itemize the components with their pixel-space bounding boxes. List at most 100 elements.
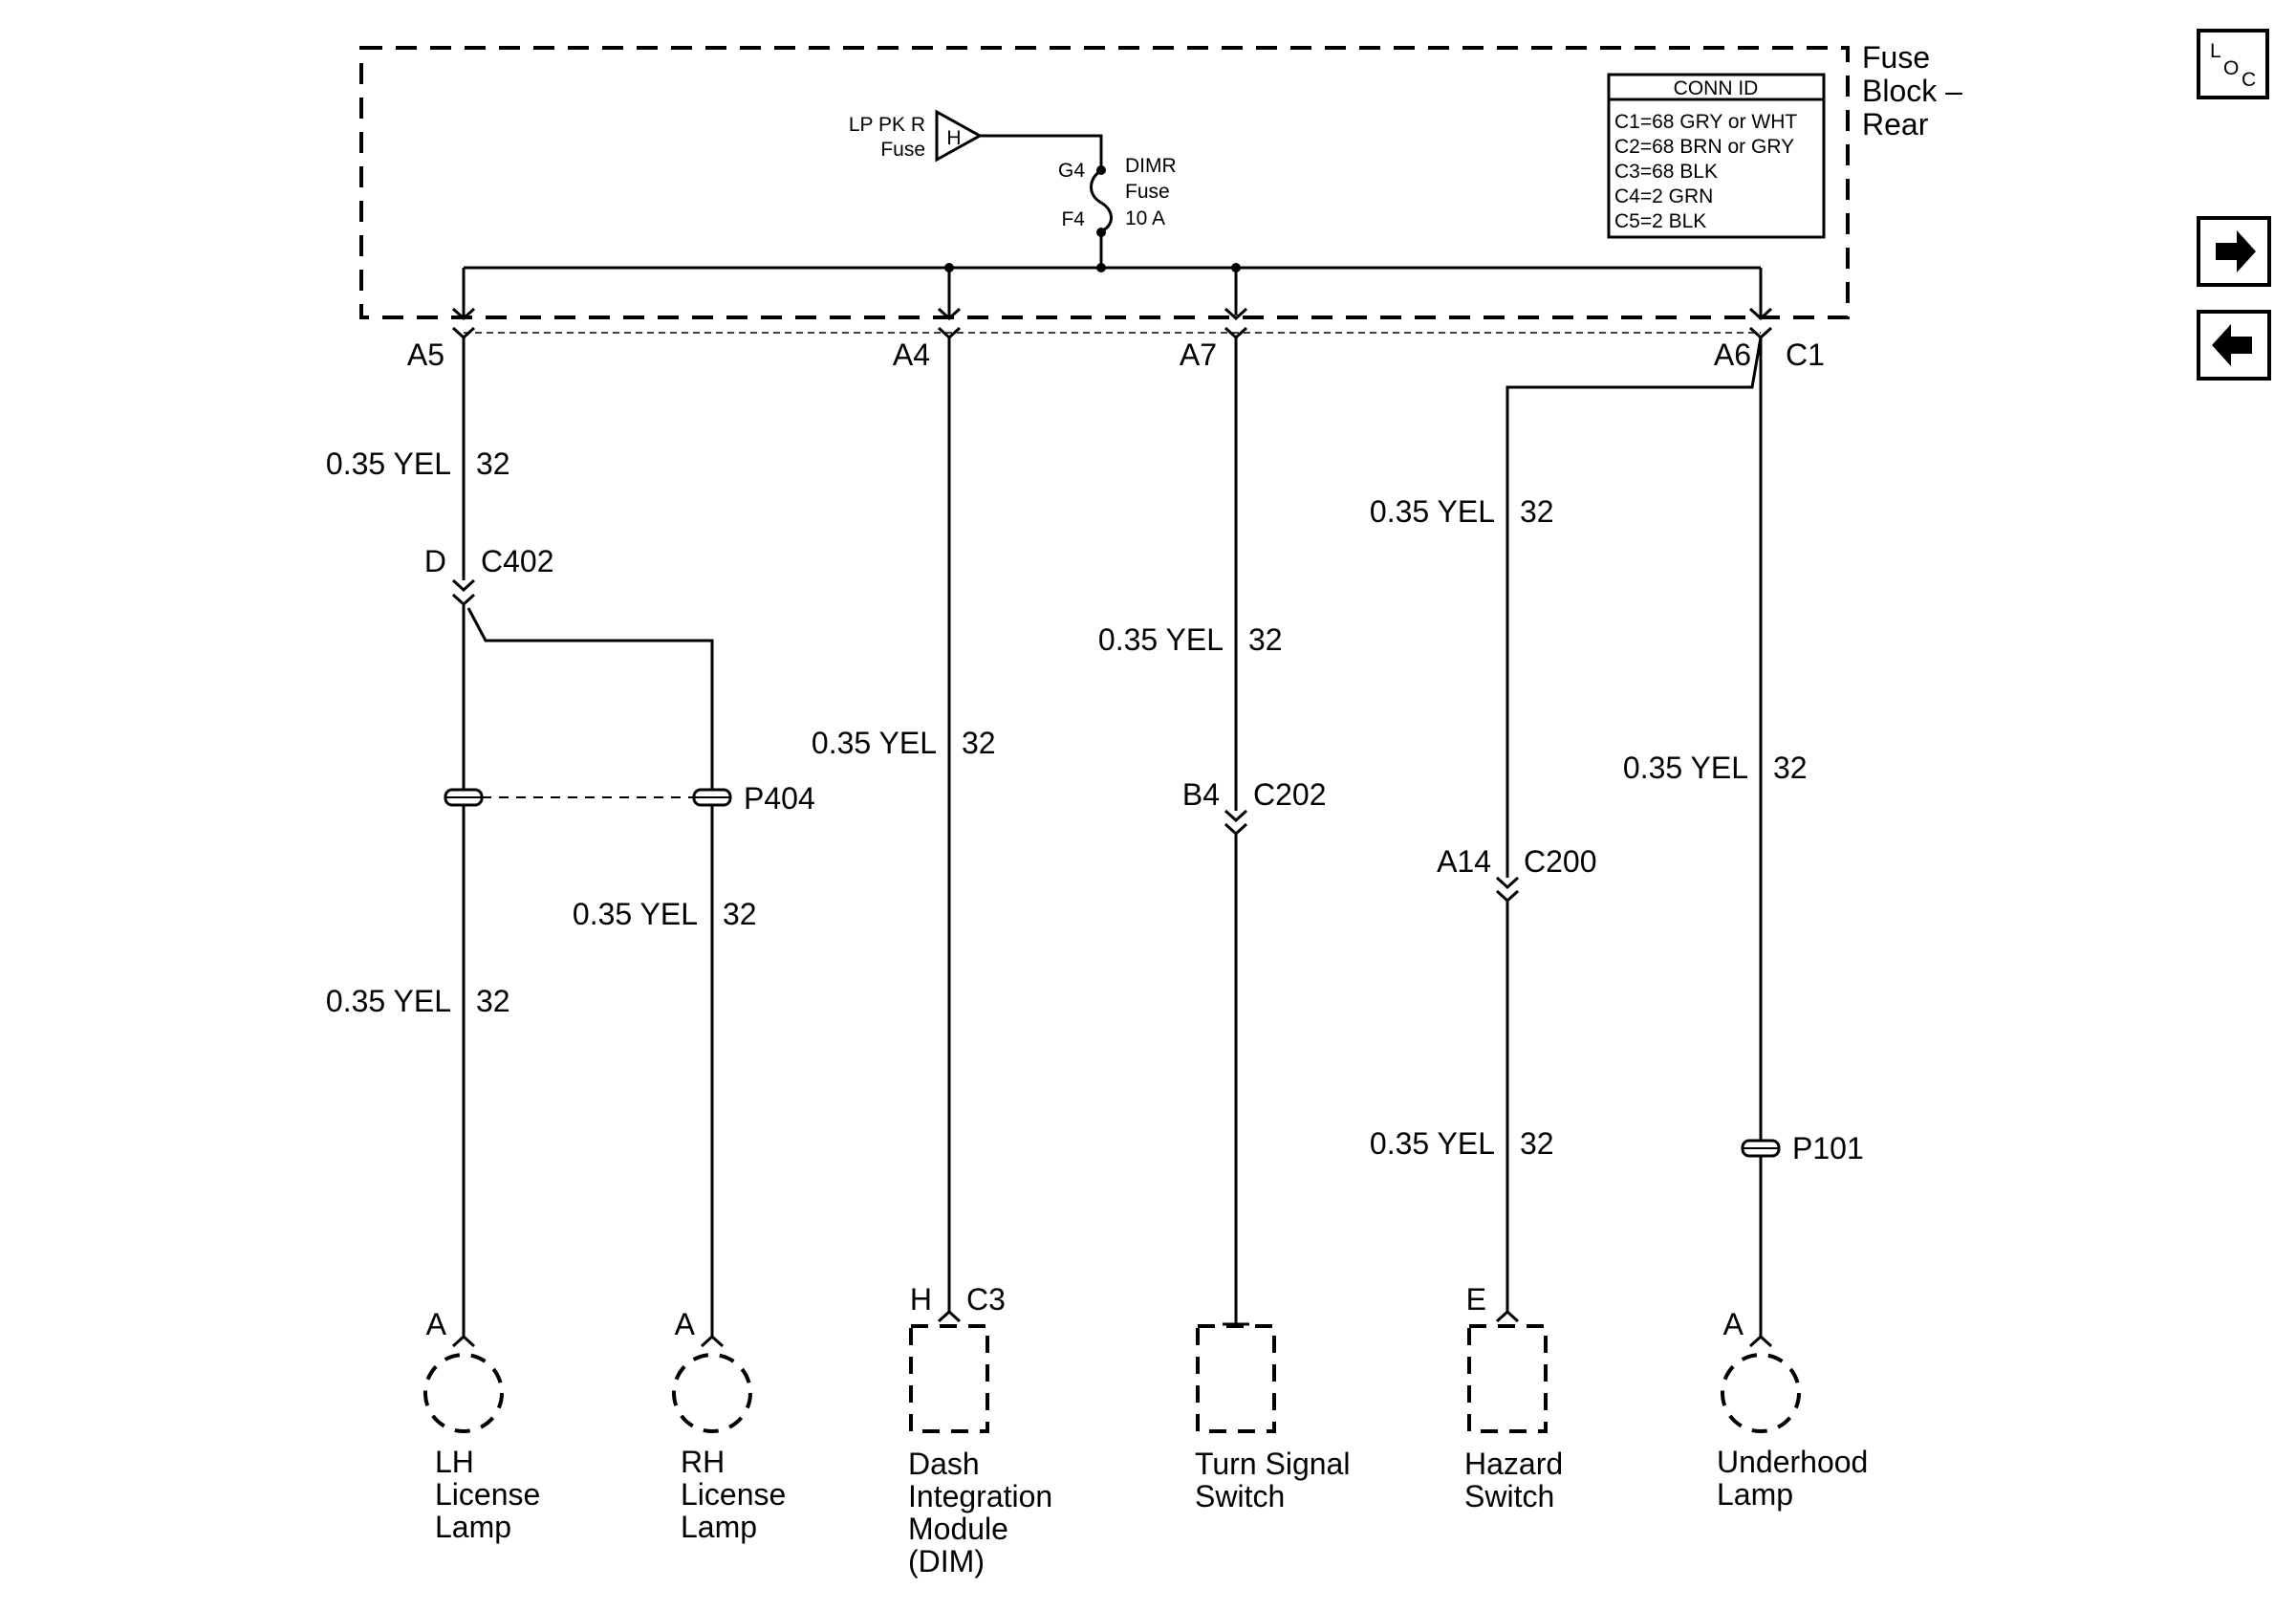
loc-button[interactable]: L O C: [2197, 29, 2269, 99]
source-connector-icon: [935, 109, 984, 163]
source-label-1: LP PK R: [849, 114, 925, 136]
wire-gauge-label: 0.35 YEL: [1370, 1126, 1495, 1161]
wire-circuit-label: 32: [1520, 1126, 1554, 1161]
dim-module-icon: [909, 1324, 989, 1433]
wire-circuit-label: 32: [962, 726, 996, 760]
dim-name-1: Dash: [908, 1447, 980, 1481]
fuse-block-title-3: Rear: [1862, 107, 1929, 142]
prev-button[interactable]: [2197, 310, 2271, 381]
wire-circuit-label: 32: [1248, 622, 1283, 657]
lh-lamp-name-1: LH: [435, 1445, 474, 1479]
wire-gauge-label: 0.35 YEL: [326, 984, 451, 1018]
wire-gauge-label: 0.35 YEL: [812, 726, 937, 760]
conn-id-row: C5=2 BLK: [1614, 210, 1706, 232]
dim-name-4: (DIM): [908, 1544, 985, 1578]
fuse-top-pin: G4: [1058, 160, 1085, 182]
loc-letter-o: O: [2223, 57, 2239, 79]
source-wire: [980, 134, 1103, 168]
rh-lamp-pin-icon: [700, 1334, 725, 1348]
turn-signal-name-2: Switch: [1195, 1479, 1285, 1513]
pin-a4-label: A4: [893, 337, 930, 372]
lh-lamp-name-2: License: [435, 1477, 540, 1512]
lh-lamp-name-3: Lamp: [435, 1510, 511, 1544]
dim-pin-label: H: [910, 1282, 932, 1317]
circuit-hazard: 0.35 YEL 32 A14 C200 0.35 YEL 32 E Hazar…: [1370, 337, 1763, 1513]
wire-gauge-label: 0.35 YEL: [1623, 751, 1748, 785]
dim-connector-label: C3: [966, 1282, 1006, 1317]
rh-lamp-name-2: License: [681, 1477, 786, 1512]
conn-id-row: C3=68 BLK: [1614, 161, 1718, 183]
wire-circuit-label: 32: [476, 984, 510, 1018]
conn-id-row: C1=68 GRY or WHT: [1614, 111, 1797, 133]
bus-splice-dot: [1096, 263, 1106, 272]
c200-name-label: C200: [1524, 844, 1597, 879]
conn-id-box: [1607, 73, 1826, 239]
loc-letter-l: L: [2210, 40, 2221, 62]
fuse-block-title-1: Fuse: [1862, 40, 1930, 75]
conn-id-row: C4=2 GRN: [1614, 185, 1713, 207]
connector-c1-label: C1: [1786, 337, 1825, 372]
connector-c200-icon: [1495, 876, 1520, 903]
dim-pin-icon: [937, 1309, 962, 1323]
hazard-pin-label: E: [1466, 1282, 1486, 1317]
hazard-switch-icon: [1467, 1324, 1548, 1433]
lh-license-lamp-icon: [423, 1353, 504, 1433]
hazard-name-1: Hazard: [1464, 1447, 1563, 1481]
fuse-name-3: 10 A: [1125, 207, 1165, 229]
underhood-lamp-icon: [1721, 1353, 1801, 1433]
conn-id-row: C2=68 BRN or GRY: [1614, 136, 1794, 158]
next-button[interactable]: [2197, 216, 2271, 287]
c402-pin-label: D: [424, 544, 446, 578]
underhood-name-2: Lamp: [1717, 1477, 1793, 1512]
dim-name-2: Integration: [908, 1479, 1052, 1513]
circuit-license-lamps: 0.35 YEL 32 D C402 P404 0.35 YEL 32 0.35…: [326, 337, 815, 1544]
rh-license-lamp-icon: [672, 1353, 752, 1433]
source-label-2: Fuse: [880, 139, 925, 161]
wire-circuit-label: 32: [723, 897, 757, 931]
rh-lamp-pin-label: A: [675, 1307, 696, 1341]
lh-lamp-pin-icon: [451, 1334, 476, 1348]
circuit-dim: 0.35 YEL 32 H C3 Dash Integration Module…: [812, 337, 1052, 1578]
wire-gauge-label: 0.35 YEL: [573, 897, 698, 931]
fuse-block-harness-connector: A5 A4 A7 A6 C1: [407, 307, 1825, 372]
hazard-name-2: Switch: [1464, 1479, 1554, 1513]
lh-lamp-pin-label: A: [426, 1307, 447, 1341]
dim-name-3: Module: [908, 1512, 1008, 1546]
wire-circuit-label: 32: [1773, 751, 1808, 785]
source-letter: H: [946, 127, 961, 149]
fuse-block-outline: [359, 46, 1850, 319]
loc-letter-c: C: [2242, 69, 2256, 91]
fuse-name-2: Fuse: [1125, 181, 1170, 203]
wire-branch-hazard: [1505, 337, 1763, 878]
p101-name-label: P101: [1792, 1131, 1864, 1165]
pin-a6-label: A6: [1714, 337, 1751, 372]
arrow-right-icon: [2216, 230, 2256, 272]
connector-c402-icon: [451, 578, 476, 607]
pin-a7-label: A7: [1180, 337, 1217, 372]
circuit-turn-signal: 0.35 YEL 32 B4 C202 Turn Signal Switch: [1098, 337, 1350, 1513]
c402-name-label: C402: [481, 544, 554, 578]
pin-a5-label: A5: [407, 337, 444, 372]
fuse-element-icon: [1090, 168, 1113, 233]
wire-gauge-label: 0.35 YEL: [1370, 494, 1495, 529]
wire-branch-rh: [466, 607, 714, 1337]
fuse-block-title-2: Block –: [1862, 74, 1962, 108]
fuse-bottom-pin: F4: [1061, 208, 1085, 230]
connector-c202-icon: [1224, 809, 1248, 837]
fuse-block: Fuse Block – Rear LP PK R Fuse H G4 F4 D…: [359, 40, 1962, 319]
underhood-pin-label: A: [1723, 1307, 1744, 1341]
rh-lamp-name-1: RH: [681, 1445, 725, 1479]
circuit-underhood: 0.35 YEL 32 P101 A Underhood Lamp: [1623, 337, 1868, 1512]
wire-gauge-label: 0.35 YEL: [1098, 622, 1224, 657]
loc-button-frame[interactable]: [2197, 29, 2269, 99]
underhood-pin-icon: [1748, 1334, 1773, 1348]
wire-gauge-label: 0.35 YEL: [326, 446, 451, 481]
p404-name-label: P404: [744, 781, 815, 816]
c202-name-label: C202: [1253, 777, 1327, 812]
rh-lamp-name-3: Lamp: [681, 1510, 757, 1544]
arrow-left-icon: [2212, 324, 2252, 366]
conn-id-header: CONN ID: [1674, 77, 1759, 99]
turn-signal-switch-icon: [1196, 1324, 1276, 1433]
fuse-name-1: DIMR: [1125, 155, 1177, 177]
